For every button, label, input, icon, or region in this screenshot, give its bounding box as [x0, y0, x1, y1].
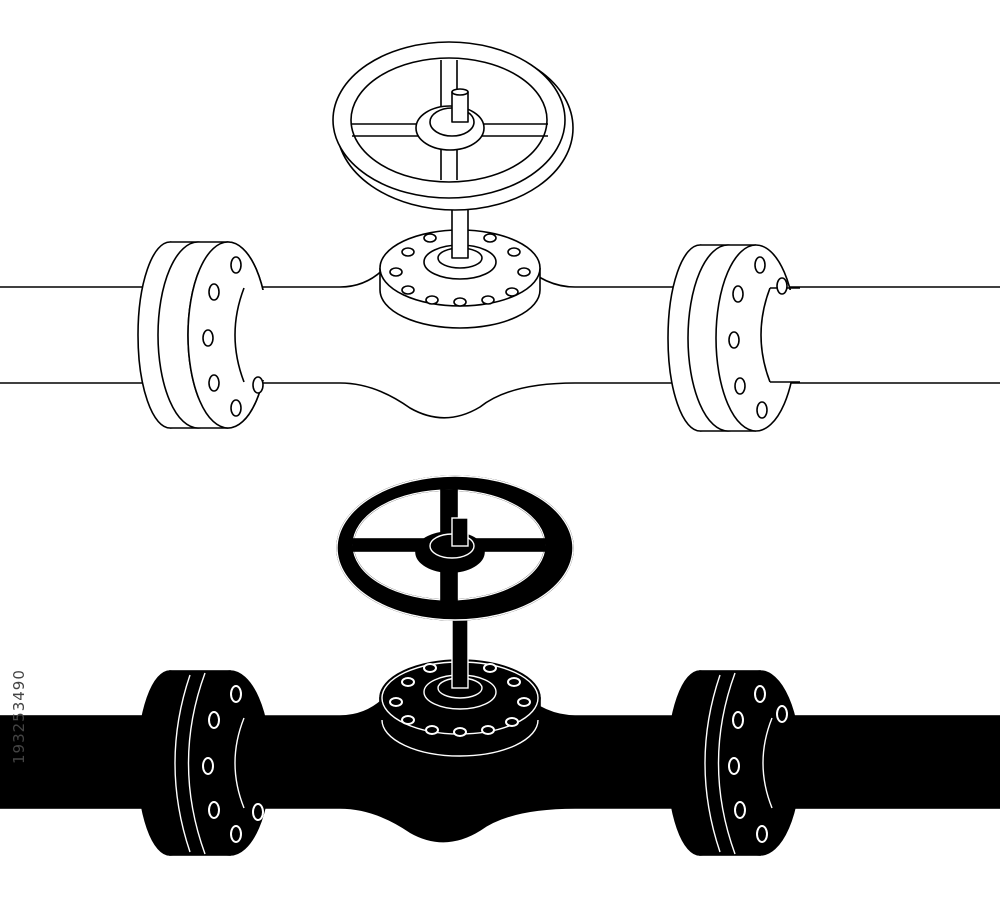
flange-bolt-holes-left: [202, 256, 264, 417]
valve-outline-version: [0, 41, 1000, 432]
valve-silhouette-version: [0, 475, 1000, 856]
bonnet-flange-outline: [379, 229, 541, 329]
left-flange-outline: [137, 241, 278, 429]
bonnet-flange-solid: [379, 659, 541, 759]
handwheel-solid: [336, 475, 574, 621]
right-flange-solid: [667, 670, 801, 856]
left-flange-solid: [137, 670, 271, 856]
flange-bolt-holes-left-solid: [202, 685, 264, 843]
valve-stem-solid: [451, 619, 469, 689]
stock-id-label: 193253490: [10, 669, 28, 765]
handwheel-outline: [332, 41, 574, 211]
flange-bolt-holes-right-solid: [728, 685, 788, 843]
right-flange-outline: [667, 244, 808, 432]
flange-bolt-holes-right: [728, 256, 788, 419]
